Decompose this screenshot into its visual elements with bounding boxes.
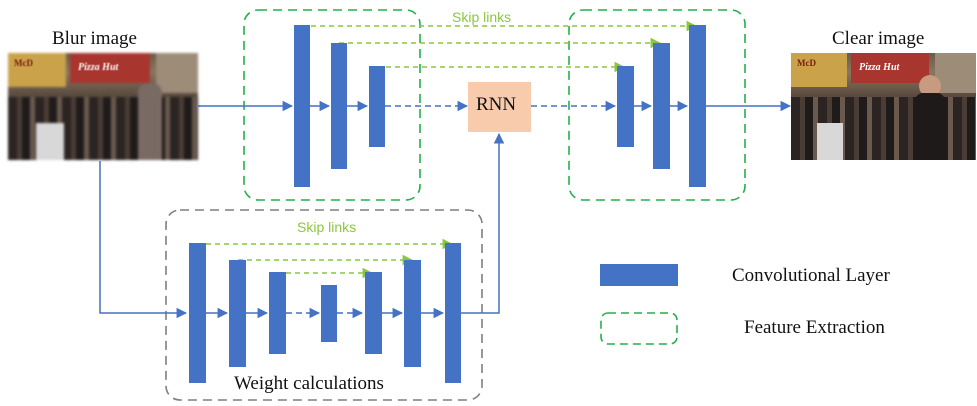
conv-layer-dec-3 xyxy=(689,25,706,187)
photo-sign-right-clear: Pizza Hut xyxy=(859,62,900,73)
conv-layer-enc-2 xyxy=(331,43,347,169)
conv-layer-weight-2 xyxy=(229,260,246,367)
conv-layer-weight-7 xyxy=(445,243,461,383)
photo-sign-left-clear: McD xyxy=(797,58,816,68)
skip-links-label-bottom: Skip links xyxy=(297,219,357,235)
conv-layer-enc-3 xyxy=(369,66,385,147)
blur-image-label: Blur image xyxy=(52,28,137,49)
conv-layer-weight-6 xyxy=(404,260,421,367)
weight-calculations-label: Weight calculations xyxy=(234,373,384,394)
conv-layer-dec-2 xyxy=(653,43,670,169)
legend-conv-swatch xyxy=(600,264,678,286)
legend-feature-label: Feature Extraction xyxy=(744,317,885,338)
feature-extraction-box-encoder xyxy=(243,9,421,201)
feature-extraction-box-decoder xyxy=(568,9,746,201)
rnn-block xyxy=(468,82,531,132)
arrow-input-to-weight-net xyxy=(99,161,188,319)
weight-calculation-box xyxy=(165,209,483,401)
clear-image-label: Clear image xyxy=(832,28,925,49)
conv-layer-weight-1 xyxy=(189,243,206,383)
conv-layer-weight-4 xyxy=(321,285,337,342)
legend-feature-swatch xyxy=(600,312,678,345)
conv-layer-dec-1 xyxy=(617,66,634,147)
photo-sign-left: McD xyxy=(14,58,33,68)
conv-layer-weight-5 xyxy=(365,272,382,354)
legend-conv-label: Convolutional Layer xyxy=(732,265,890,286)
clear-image-photo xyxy=(791,53,976,160)
photo-sign-right: Pizza Hut xyxy=(78,62,119,73)
skip-links-label-top: Skip links xyxy=(452,9,512,25)
rnn-label: RNN xyxy=(476,94,517,115)
arrow-weight-net-to-rnn xyxy=(461,132,505,314)
conv-layer-enc-1 xyxy=(294,25,310,187)
blur-image-photo xyxy=(8,53,198,160)
conv-layer-weight-3 xyxy=(269,272,286,354)
